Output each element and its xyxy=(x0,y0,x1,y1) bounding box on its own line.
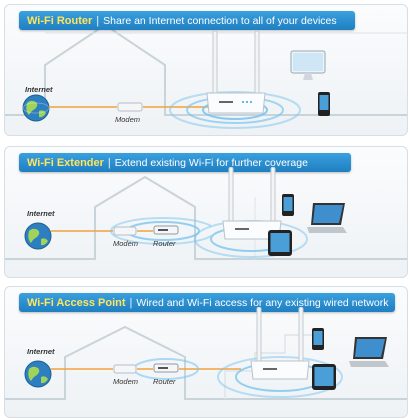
antenna-icon xyxy=(256,307,262,364)
modem-icon xyxy=(113,226,137,236)
tablet-icon xyxy=(312,364,336,390)
modem-label: Modem xyxy=(113,239,139,248)
antenna-icon xyxy=(298,307,304,364)
antenna-icon xyxy=(228,167,234,224)
globe-icon xyxy=(24,222,52,250)
mode-title: Wi-Fi Extender xyxy=(27,156,104,169)
banner-wifi-router: Wi-Fi Router | Share an Internet connect… xyxy=(19,11,355,30)
mode-title: Wi-Fi Access Point xyxy=(27,296,126,309)
panel-wifi-router: Wi-Fi Router | Share an Internet connect… xyxy=(4,4,408,136)
laptop-icon xyxy=(349,337,389,367)
phone-icon xyxy=(318,92,330,116)
banner-wifi-extender: Wi-Fi Extender | Extend existing Wi-Fi f… xyxy=(19,153,351,172)
panel-wifi-extender: Wi-Fi Extender | Extend existing Wi-Fi f… xyxy=(4,146,408,278)
internet-label: Internet xyxy=(27,209,55,218)
modem-icon xyxy=(113,364,137,374)
globe-icon xyxy=(24,360,52,388)
separator: | xyxy=(96,14,100,27)
antenna-icon xyxy=(212,31,218,96)
cable-lines xyxy=(49,106,215,108)
router-small-icon xyxy=(153,363,179,373)
laptop-icon xyxy=(307,203,347,233)
modem-label: Modem xyxy=(115,115,141,124)
phone-icon xyxy=(282,194,294,216)
monitor-icon xyxy=(290,50,326,80)
router-label: Router xyxy=(153,377,176,386)
internet-label: Internet xyxy=(27,347,55,356)
separator: | xyxy=(129,296,133,309)
internet-label: Internet xyxy=(25,85,53,94)
cable-lines xyxy=(51,230,153,232)
globe-icon xyxy=(22,94,50,122)
cable-lines xyxy=(51,368,241,370)
router-small-icon xyxy=(153,225,179,235)
panel-wifi-access-point: Wi-Fi Access Point | Wired and Wi-Fi acc… xyxy=(4,286,408,418)
tablet-icon xyxy=(268,230,292,256)
mode-title: Wi-Fi Router xyxy=(27,14,93,27)
mode-description: Extend existing Wi-Fi for further covera… xyxy=(114,156,308,169)
phone-icon xyxy=(312,328,324,350)
mode-description: Wired and Wi-Fi access for any existing … xyxy=(136,296,389,309)
mode-description: Share an Internet connection to all of y… xyxy=(103,14,337,27)
separator: | xyxy=(107,156,111,169)
router-icon xyxy=(250,307,310,380)
antenna-icon xyxy=(254,31,260,96)
antenna-icon xyxy=(270,167,276,224)
modem-icon xyxy=(117,102,143,112)
house-outline xyxy=(5,325,407,400)
router-label: Router xyxy=(153,239,176,248)
modem-label: Modem xyxy=(113,377,139,386)
router-icon xyxy=(206,31,266,114)
